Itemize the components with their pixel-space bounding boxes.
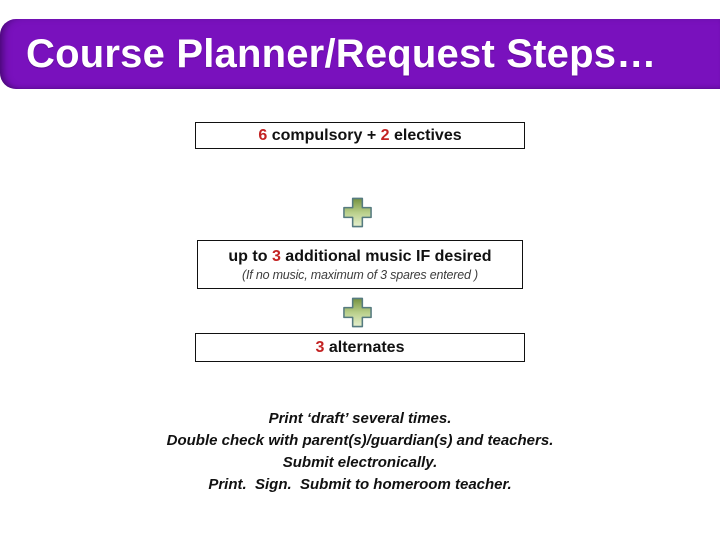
step-3-count-alternates: 3 [315, 339, 325, 356]
step-2-text: up to 3 additional music IF desired [228, 247, 491, 266]
step-2-note: (If no music, maximum of 3 spares entere… [242, 267, 478, 282]
step-2-label-pre: up to [228, 247, 272, 265]
step-1-label-electives: electives [389, 127, 462, 144]
step-2-count-music: 3 [271, 247, 281, 265]
footer-line-submit-electronically: Submit electronically. [282, 454, 438, 471]
footer-line-print-sign-submit: Print. Sign. Submit to homeroom teacher. [208, 476, 512, 493]
step-1-count-compulsory: 6 [258, 127, 268, 144]
step-1-count-electives: 2 [380, 127, 390, 144]
page-title: Course Planner/Request Steps… [26, 31, 657, 76]
step-3-text: 3 alternates [316, 338, 405, 357]
step-box-compulsory-electives: 6 compulsory + 2 electives [195, 122, 525, 149]
step-box-additional-music: up to 3 additional music IF desired (If … [197, 240, 523, 289]
plus-icon [342, 196, 373, 229]
footer-line-double-check: Double check with parent(s)/guardian(s) … [166, 432, 554, 449]
footer-line-print-draft: Print ‘draft’ several times. [268, 410, 452, 427]
step-box-alternates: 3 alternates [195, 333, 525, 362]
step-1-text: 6 compulsory + 2 electives [258, 126, 461, 145]
plus-icon [342, 296, 373, 329]
footer-instructions: Print ‘draft’ several times. Double chec… [0, 408, 720, 496]
title-banner: Course Planner/Request Steps… [0, 19, 720, 89]
step-3-label-alternates: alternates [324, 339, 405, 356]
step-2-label-post: additional music IF desired [280, 247, 492, 265]
step-1-label-compulsory: compulsory + [267, 127, 381, 144]
